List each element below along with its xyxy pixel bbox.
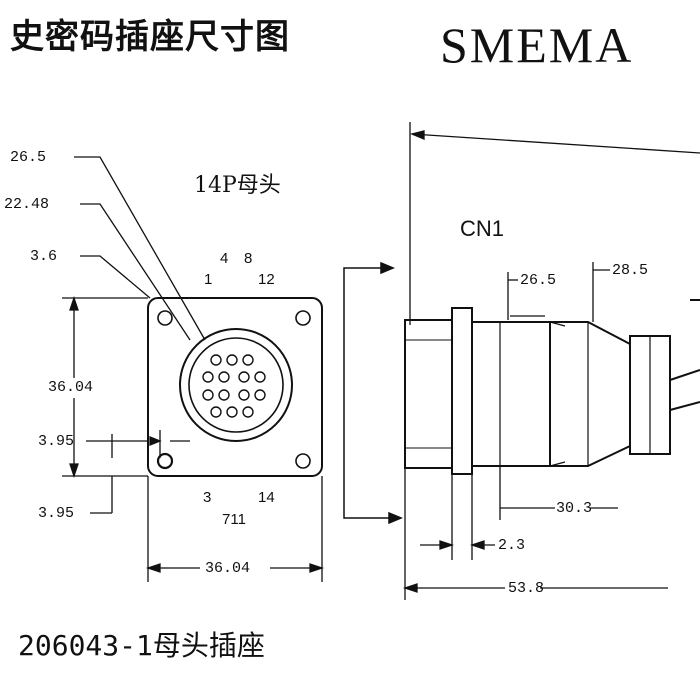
- view-direction-arrows: [343, 261, 403, 525]
- dim-width-front: [145, 476, 325, 582]
- dim-top-overall: [409, 122, 700, 325]
- dim-30-3-side: [499, 466, 618, 520]
- front-view-outline: [147, 297, 323, 477]
- dim-label-3-95-lower: 3.95: [38, 505, 75, 522]
- side-view-body: [404, 299, 700, 475]
- pin-label-8: 8: [244, 250, 253, 267]
- dim-label-3-6: 3.6: [30, 248, 58, 265]
- dim-53-8-side: [402, 468, 668, 600]
- pin-label-711: 711: [222, 511, 246, 528]
- dim-28-5-side: [592, 262, 610, 322]
- dim-26-5-side: [507, 272, 518, 320]
- side-dim-30-3: 30.3: [556, 500, 593, 517]
- dim-2-3-side: [420, 474, 495, 560]
- pin-label-4: 4: [220, 250, 229, 267]
- side-dim-53-8: 53.8: [508, 580, 545, 597]
- dim-label-22-48: 22.48: [4, 196, 50, 213]
- pin-label-12: 12: [258, 271, 275, 288]
- dim-label-26-5: 26.5: [10, 149, 47, 166]
- side-dim-26-5: 26.5: [520, 272, 557, 289]
- pin-label-3: 3: [203, 489, 212, 506]
- pin-label-1: 1: [204, 271, 213, 288]
- side-view-label: CN1: [460, 216, 505, 241]
- pin-array: [202, 354, 266, 418]
- dim-3-95-lower: [90, 476, 113, 514]
- side-dim-28-5: 28.5: [612, 262, 649, 279]
- dim-height-front: [62, 295, 148, 479]
- front-view-subtitle: 14P母头: [194, 173, 281, 198]
- side-dim-2-3: 2.3: [498, 537, 526, 554]
- dim-label-3-95-upper: 3.95: [38, 433, 75, 450]
- dim-3-95-upper: [86, 430, 190, 458]
- dim-label-height: 36.04: [48, 379, 94, 396]
- pin-label-14: 14: [258, 489, 275, 506]
- front-leaders: [74, 156, 206, 341]
- dim-label-width: 36.04: [205, 560, 251, 577]
- page-title-en: SMEMA: [440, 17, 634, 73]
- part-number-label: 206043-1母头插座: [18, 629, 265, 662]
- page-title-cn: 史密码插座尺寸图: [10, 17, 290, 57]
